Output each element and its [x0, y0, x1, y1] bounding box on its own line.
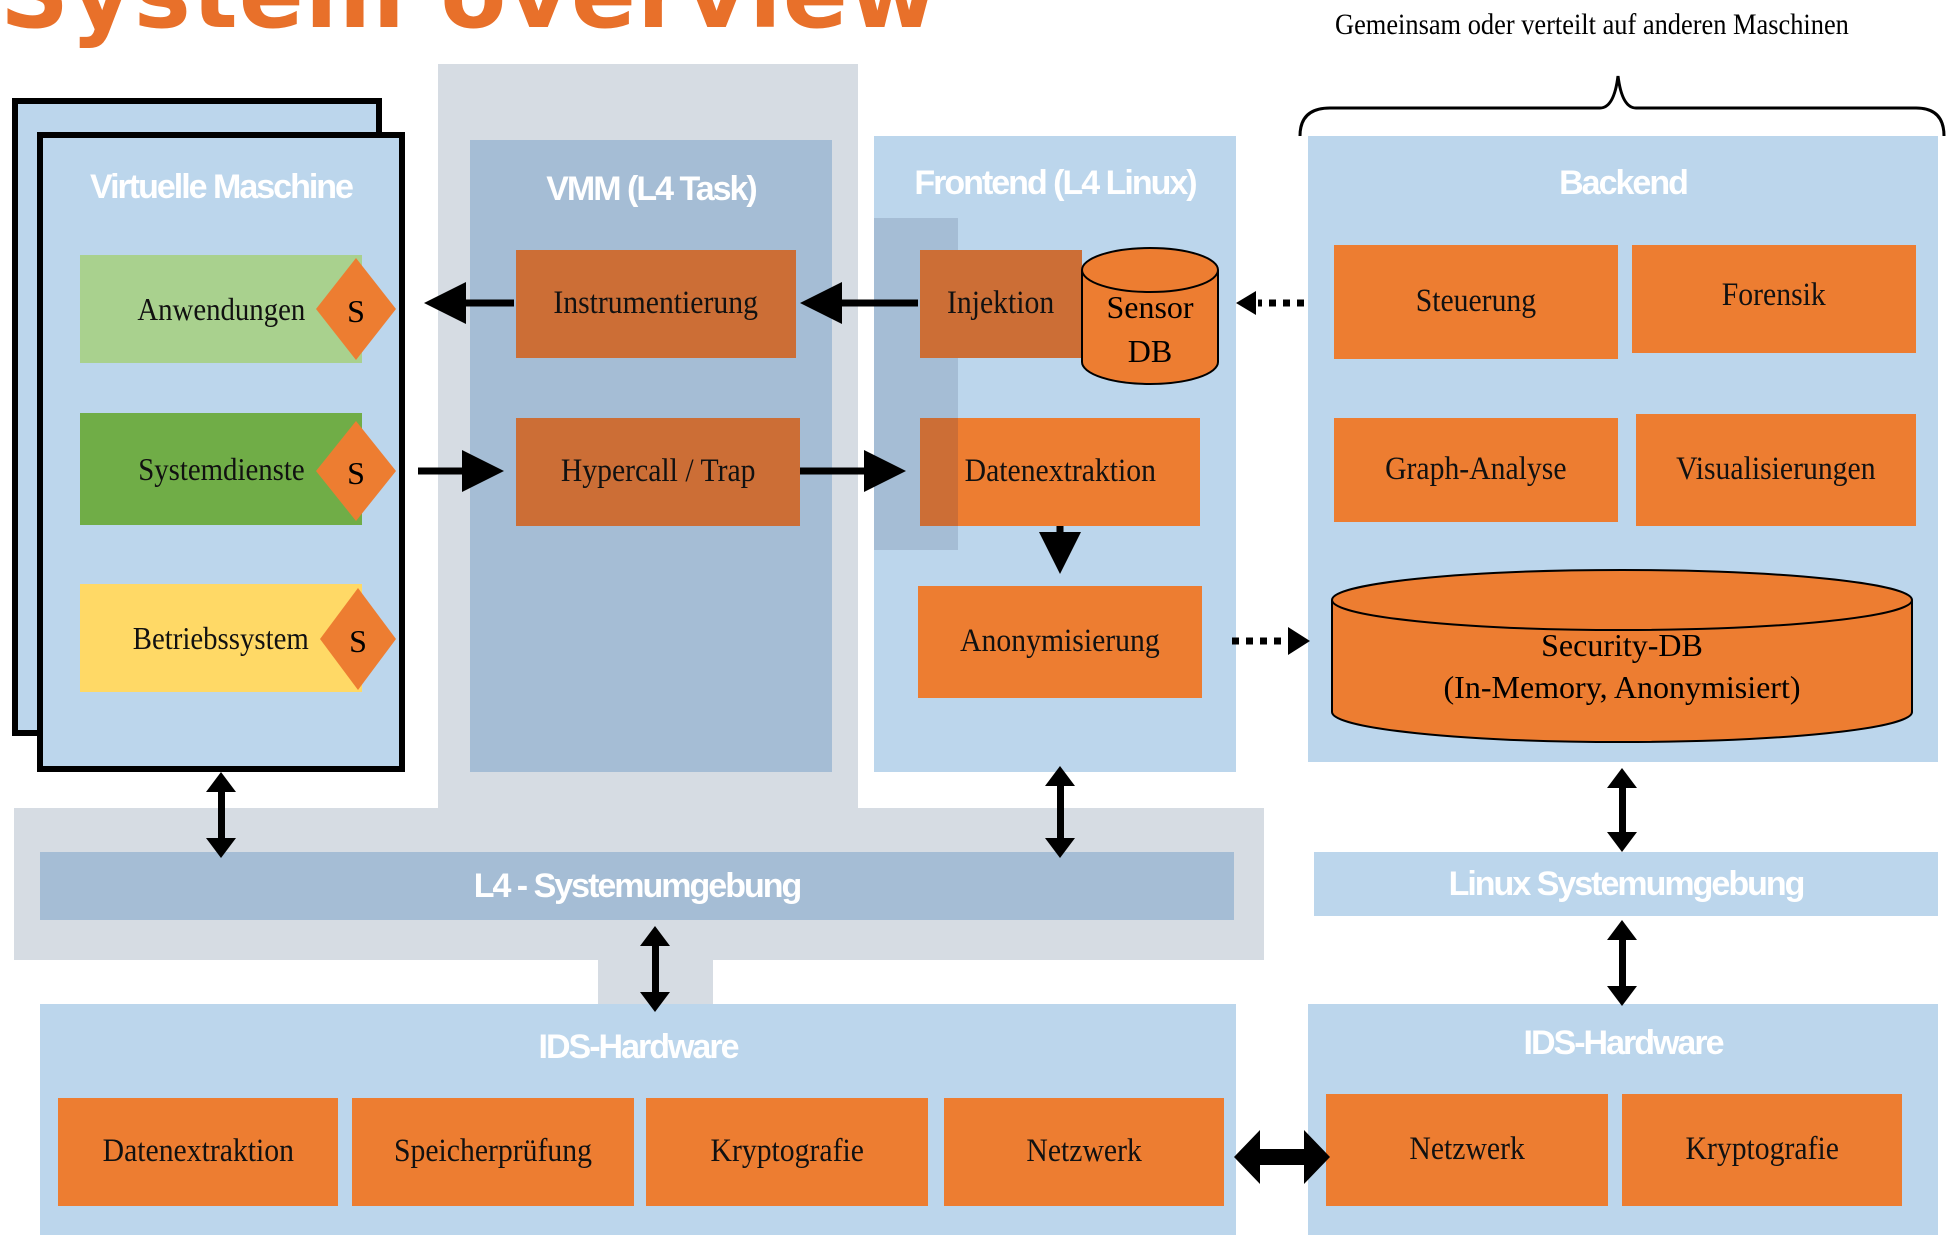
hypercall-box[interactable]: Hypercall / Trap [516, 418, 800, 526]
instrumentation-box[interactable]: Instrumentierung [516, 250, 796, 358]
forensics-box[interactable]: Forensik [1632, 245, 1916, 353]
hw-item-label: Netzwerk [1409, 1131, 1525, 1168]
double-arrow-linux-hardware [1607, 920, 1637, 1006]
extraction-box[interactable]: Datenextraktion [920, 418, 1200, 526]
double-arrow-backend-linux [1607, 768, 1637, 852]
hardware-right-header: IDS-Hardware [1523, 1024, 1725, 1062]
graph-analysis-box[interactable]: Graph-Analyse [1334, 418, 1618, 522]
dotted-arrowhead [1288, 627, 1310, 655]
anonymization-label: Anonymisierung [960, 623, 1160, 660]
visualization-label: Visualisierungen [1676, 451, 1876, 488]
vm-item-label: Anwendungen [137, 290, 305, 327]
vm-item-operating-system[interactable]: Betriebssystem [80, 584, 362, 692]
hw-item-label: Speicherprüfung [394, 1133, 592, 1170]
hw-left-item-network[interactable]: Netzwerk [944, 1098, 1224, 1206]
hypercall-label: Hypercall / Trap [560, 453, 756, 490]
extraction-label: Datenextraktion [964, 453, 1156, 490]
hw-item-label: Kryptografie [710, 1133, 864, 1170]
hw-right-item-cryptography[interactable]: Kryptografie [1622, 1094, 1902, 1206]
hw-item-label: Kryptografie [1685, 1131, 1839, 1168]
hw-right-item-network[interactable]: Netzwerk [1326, 1094, 1608, 1206]
anonymization-box[interactable]: Anonymisierung [918, 586, 1202, 698]
vm-header: Virtuelle Maschine [90, 168, 354, 206]
vmm-header: VMM (L4 Task) [546, 170, 758, 208]
hw-left-item-extraction[interactable]: Datenextraktion [58, 1098, 338, 1206]
instrumentation-label: Instrumentierung [553, 285, 759, 322]
hw-left-item-cryptography[interactable]: Kryptografie [646, 1098, 928, 1206]
control-box[interactable]: Steuerung [1334, 245, 1618, 359]
vm-item-applications[interactable]: Anwendungen [80, 255, 362, 363]
hw-left-item-memory-check[interactable]: Speicherprüfung [352, 1098, 634, 1206]
hw-item-label: Netzwerk [1026, 1133, 1142, 1170]
visualization-box[interactable]: Visualisierungen [1636, 414, 1916, 526]
backend-header: Backend [1559, 164, 1689, 202]
l4-environment: L4 - Systemumgebung [40, 852, 1234, 920]
graph-analysis-label: Graph-Analyse [1385, 451, 1567, 488]
distribution-note: Gemeinsam oder verteilt auf anderen Masc… [1335, 8, 1849, 41]
dotted-arrowhead [1236, 291, 1256, 315]
hw-item-label: Datenextraktion [102, 1133, 294, 1170]
frontend-header: Frontend (L4 Linux) [914, 164, 1197, 202]
page-title: System overview [0, 0, 939, 50]
injection-box[interactable]: Injektion [920, 250, 1082, 358]
vm-item-system-services[interactable]: Systemdienste [80, 413, 362, 525]
linux-environment: Linux Systemumgebung [1314, 852, 1938, 916]
brace-shape [1298, 75, 1946, 137]
control-label: Steuerung [1415, 283, 1537, 320]
forensics-label: Forensik [1722, 277, 1826, 313]
hardware-left-header: IDS-Hardware [538, 1028, 740, 1066]
injection-label: Injektion [947, 285, 1055, 322]
vm-item-label: Betriebssystem [133, 619, 309, 656]
vm-item-label: Systemdienste [137, 450, 305, 487]
